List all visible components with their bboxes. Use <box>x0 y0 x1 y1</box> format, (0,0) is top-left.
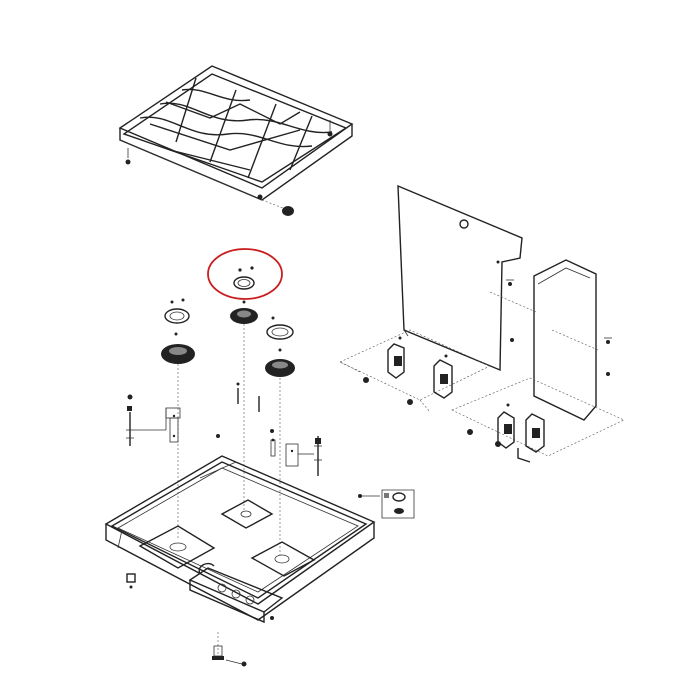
mounting-screw[interactable] <box>126 573 274 667</box>
grate-foot-screw[interactable] <box>125 131 333 200</box>
thermocouple-right[interactable] <box>285 436 322 476</box>
burner-head-right[interactable] <box>265 348 295 378</box>
burner-cap-medium[interactable] <box>164 298 190 324</box>
burner-cap-large[interactable] <box>266 316 294 340</box>
spark-plug-center[interactable] <box>216 382 260 439</box>
thermocouple-left[interactable] <box>134 407 181 443</box>
glass-lid-small[interactable] <box>533 259 597 421</box>
spark-plug-right[interactable] <box>270 429 276 457</box>
lid-pivot-pins[interactable] <box>506 279 612 376</box>
grate[interactable] <box>118 65 354 201</box>
burner-cap-small-highlighted[interactable] <box>207 248 283 300</box>
hinge-set-small[interactable] <box>467 403 545 463</box>
burner-head-left[interactable] <box>161 332 195 365</box>
highlight-circle <box>207 248 283 300</box>
hinge-guides <box>339 291 625 457</box>
seal-kit[interactable] <box>358 489 415 519</box>
hinge-set-large[interactable] <box>363 336 453 406</box>
burner-head-center[interactable] <box>230 300 258 325</box>
glass-lid-large[interactable] <box>397 184 523 372</box>
grate-rubber-foot[interactable] <box>261 199 294 216</box>
control-panel[interactable] <box>188 562 284 624</box>
spark-plug-left[interactable] <box>126 394 134 447</box>
